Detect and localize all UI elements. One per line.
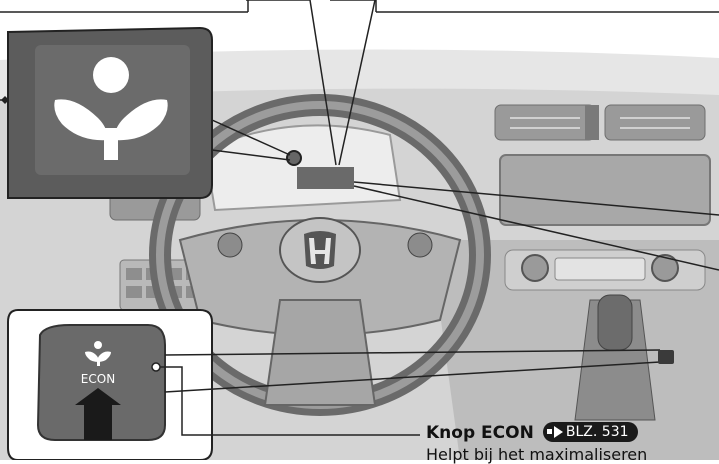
infotainment-screen — [500, 155, 710, 225]
caption-title: Knop ECON — [426, 423, 534, 443]
cluster-display-box — [297, 167, 354, 189]
center-vent-right — [605, 105, 705, 140]
center-vent-left — [495, 105, 595, 140]
honda-logo-icon — [304, 231, 336, 269]
caption-subtitle: Helpt bij het maximaliseren — [426, 445, 647, 464]
page-reference-label: BLZ. 531 — [566, 424, 629, 440]
econ-button-label: ECON — [81, 372, 115, 386]
econ-indicator-dot — [287, 151, 301, 165]
caption: Knop ECON BLZ. 531 Helpt bij het maximal… — [426, 423, 638, 444]
arrow-right-icon — [554, 426, 563, 438]
page-reference-link[interactable]: BLZ. 531 — [543, 422, 638, 442]
econ-button-location — [658, 350, 674, 364]
